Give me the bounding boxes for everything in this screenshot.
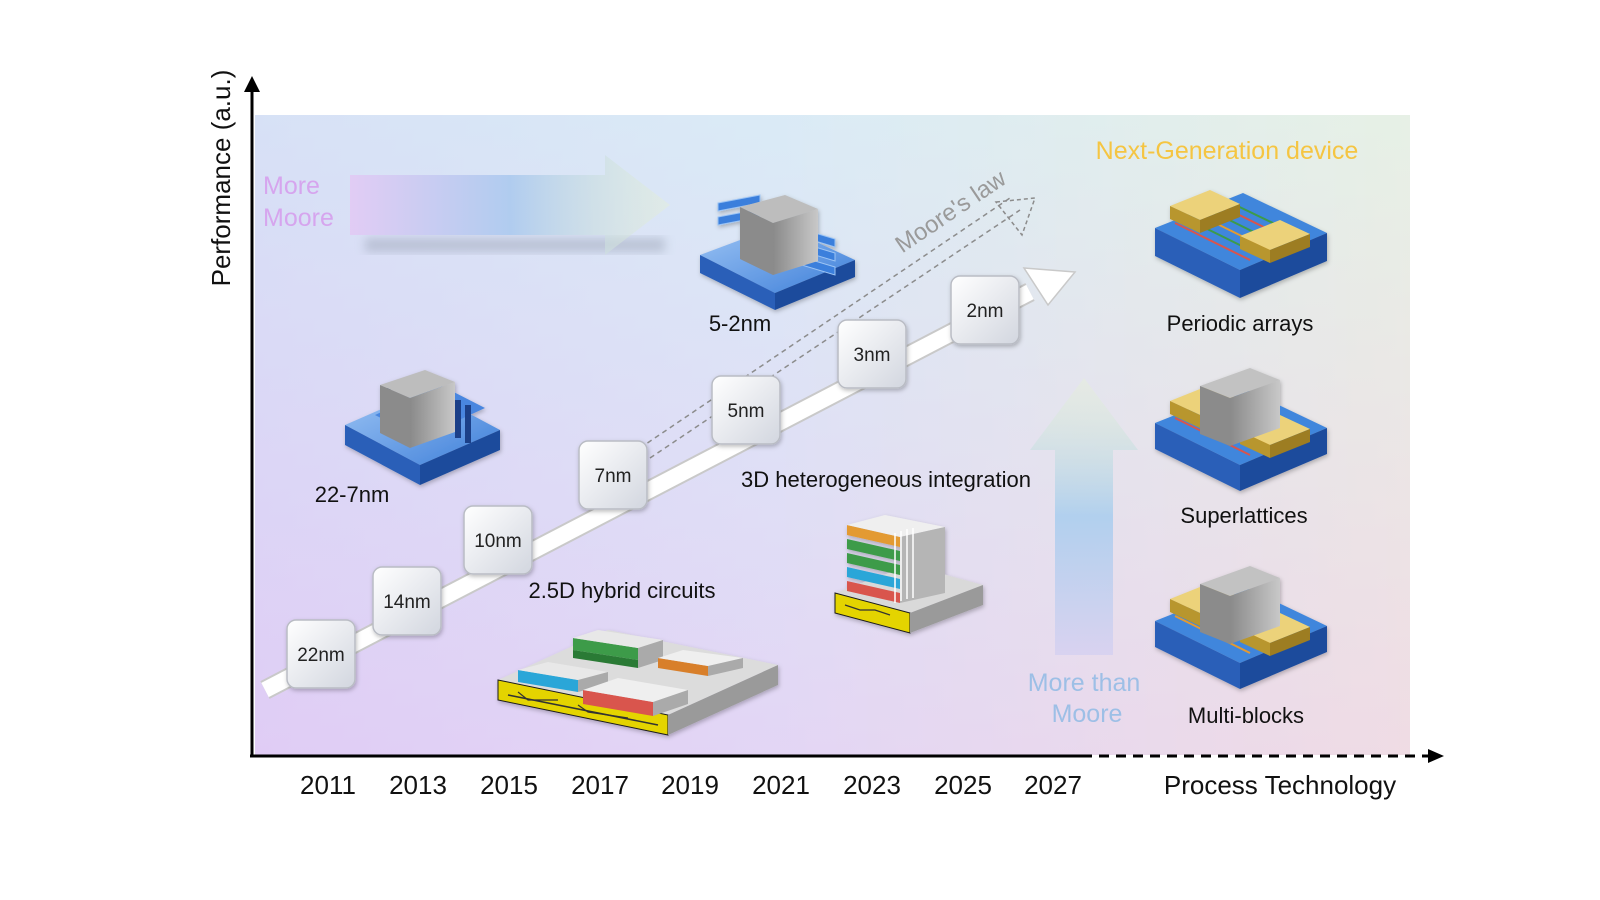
node-label: 10nm <box>474 531 522 552</box>
hybrid-2-5d-label: 2.5D hybrid circuits <box>528 578 715 603</box>
more-than-moore-label-line2: Moore <box>1052 700 1123 728</box>
gaa-device-image <box>700 194 855 310</box>
finfet-device-image <box>345 370 500 485</box>
node-box-5nm: 5nm <box>711 375 781 445</box>
node-box-14nm: 14nm <box>372 566 442 636</box>
node-box-22nm: 22nm <box>286 619 356 689</box>
more-than-moore-arrow <box>1030 378 1138 655</box>
more-moore-label-line1: More <box>263 172 320 200</box>
y-axis-label: Performance (a.u.) <box>206 70 236 287</box>
node-box-2nm: 2nm <box>950 275 1020 345</box>
year-label: 2011 <box>300 770 356 800</box>
hetero-3d-label: 3D heterogeneous integration <box>741 467 1031 492</box>
year-label: 2023 <box>843 770 901 800</box>
year-label: 2013 <box>389 770 447 800</box>
x-axis-label: Process Technology <box>1164 770 1396 800</box>
node-box-3nm: 3nm <box>837 319 907 389</box>
node-box-shape <box>286 619 356 689</box>
year-label: 2021 <box>752 770 810 800</box>
node-box-shape <box>711 375 781 445</box>
y-axis <box>244 76 260 757</box>
superlattices-image <box>1155 368 1327 491</box>
finfet-label: 22-7nm <box>315 482 390 507</box>
node-label: 5nm <box>728 401 765 422</box>
hetero-3d-integration-image <box>834 515 983 634</box>
node-box-shape <box>950 275 1020 345</box>
multi-blocks-image <box>1155 566 1327 689</box>
year-label: 2027 <box>1024 770 1082 800</box>
next-generation-label: Next-Generation device <box>1096 137 1359 165</box>
periodic-arrays-image <box>1155 190 1327 298</box>
year-label: 2017 <box>571 770 629 800</box>
year-label: 2025 <box>934 770 992 800</box>
year-label: 2019 <box>661 770 719 800</box>
node-box-10nm: 10nm <box>463 505 533 575</box>
superlattices-label: Superlattices <box>1180 503 1307 528</box>
node-label: 14nm <box>383 592 431 613</box>
multi-blocks-label: Multi-blocks <box>1188 703 1304 728</box>
node-box-shape <box>372 566 442 636</box>
node-label: 2nm <box>967 301 1004 322</box>
node-box-7nm: 7nm <box>578 440 648 510</box>
node-box-shape <box>837 319 907 389</box>
node-box-shape <box>463 505 533 575</box>
node-label: 7nm <box>595 466 632 487</box>
gaa-label: 5-2nm <box>709 311 771 336</box>
x-axis <box>250 749 1444 763</box>
more-than-moore-label-line1: More than <box>1028 669 1141 697</box>
process-node-boxes: 22nm 14nm 10nm 7nm 5nm 3nm 2nm <box>286 275 1020 689</box>
year-label: 2015 <box>480 770 538 800</box>
more-moore-arrow <box>350 155 670 255</box>
more-moore-label-line2: Moore <box>263 204 334 232</box>
hybrid-2-5d-circuits-image <box>497 630 778 736</box>
periodic-arrays-label: Periodic arrays <box>1167 311 1314 336</box>
x-axis-year-labels: 2011 2013 2015 2017 2019 2021 2023 2025 2027 <box>300 770 1082 800</box>
node-label: 3nm <box>854 345 891 366</box>
node-box-shape <box>578 440 648 510</box>
node-label: 22nm <box>297 645 345 666</box>
